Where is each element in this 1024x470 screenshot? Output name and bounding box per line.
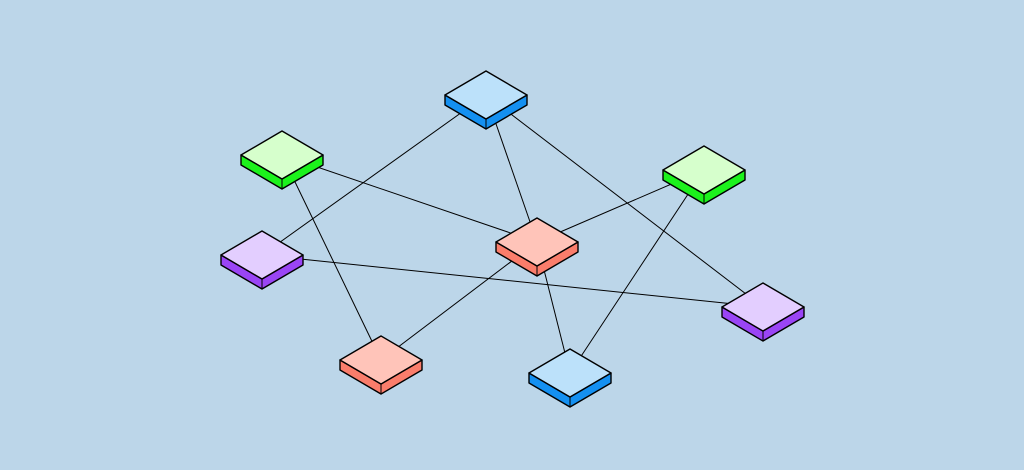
node-blue-bottom[interactable] xyxy=(528,348,612,408)
edge-purple-left-purple-right xyxy=(261,254,764,308)
nodes-layer xyxy=(220,70,805,408)
edge-green-right-blue-bottom xyxy=(569,169,705,374)
edge-green-left-red-bottom xyxy=(281,154,382,361)
edge-blue-top-purple-left xyxy=(261,94,487,256)
node-red-bottom[interactable] xyxy=(339,335,423,395)
node-blue-top[interactable] xyxy=(444,70,528,130)
edge-green-left-red-center xyxy=(281,154,538,243)
edge-blue-top-purple-right xyxy=(485,94,764,308)
node-purple-left[interactable] xyxy=(220,230,304,290)
node-green-left[interactable] xyxy=(240,130,324,190)
node-green-right[interactable] xyxy=(662,145,746,205)
node-red-center[interactable] xyxy=(495,217,579,277)
node-purple-right[interactable] xyxy=(721,282,805,342)
edge-red-center-red-bottom xyxy=(380,241,538,361)
